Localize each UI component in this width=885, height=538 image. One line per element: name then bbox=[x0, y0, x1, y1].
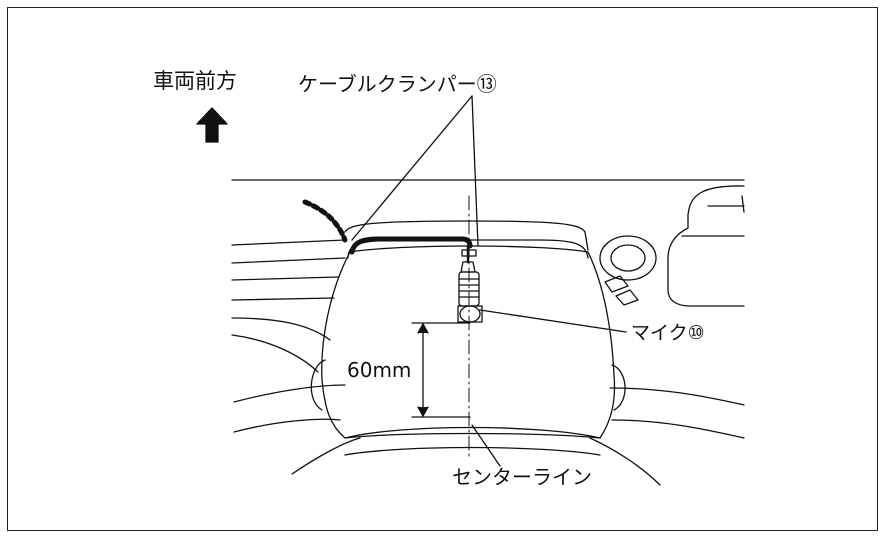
right-knob bbox=[599, 235, 657, 281]
mic-leader bbox=[479, 309, 627, 333]
center-line-leader bbox=[471, 424, 501, 467]
column-shroud bbox=[321, 251, 616, 439]
dashed-cable bbox=[302, 199, 348, 243]
meter-hood bbox=[344, 220, 589, 251]
cable-clamper-label: ケーブルクランパー⑬ bbox=[298, 72, 497, 96]
vehicle-front-arrow-icon bbox=[196, 107, 228, 143]
distance-label: 60mm bbox=[347, 358, 411, 382]
diagram-frame bbox=[7, 7, 878, 531]
cable-clamper-leader-1 bbox=[351, 95, 473, 241]
dashboard-left-panel bbox=[231, 239, 346, 246]
cable-clamper-leader-2 bbox=[471, 95, 479, 247]
dashboard-right-panel bbox=[667, 185, 745, 307]
microphone bbox=[457, 261, 483, 323]
vehicle-front-label: 車両前方 bbox=[153, 69, 237, 93]
steering-wheel-outer bbox=[233, 384, 346, 403]
cable-clamper-bar bbox=[349, 236, 473, 255]
mic-label: マイク⑩ bbox=[631, 322, 705, 344]
center-line-label: センターライン bbox=[452, 465, 592, 489]
steering-wheel-lower bbox=[291, 437, 361, 475]
